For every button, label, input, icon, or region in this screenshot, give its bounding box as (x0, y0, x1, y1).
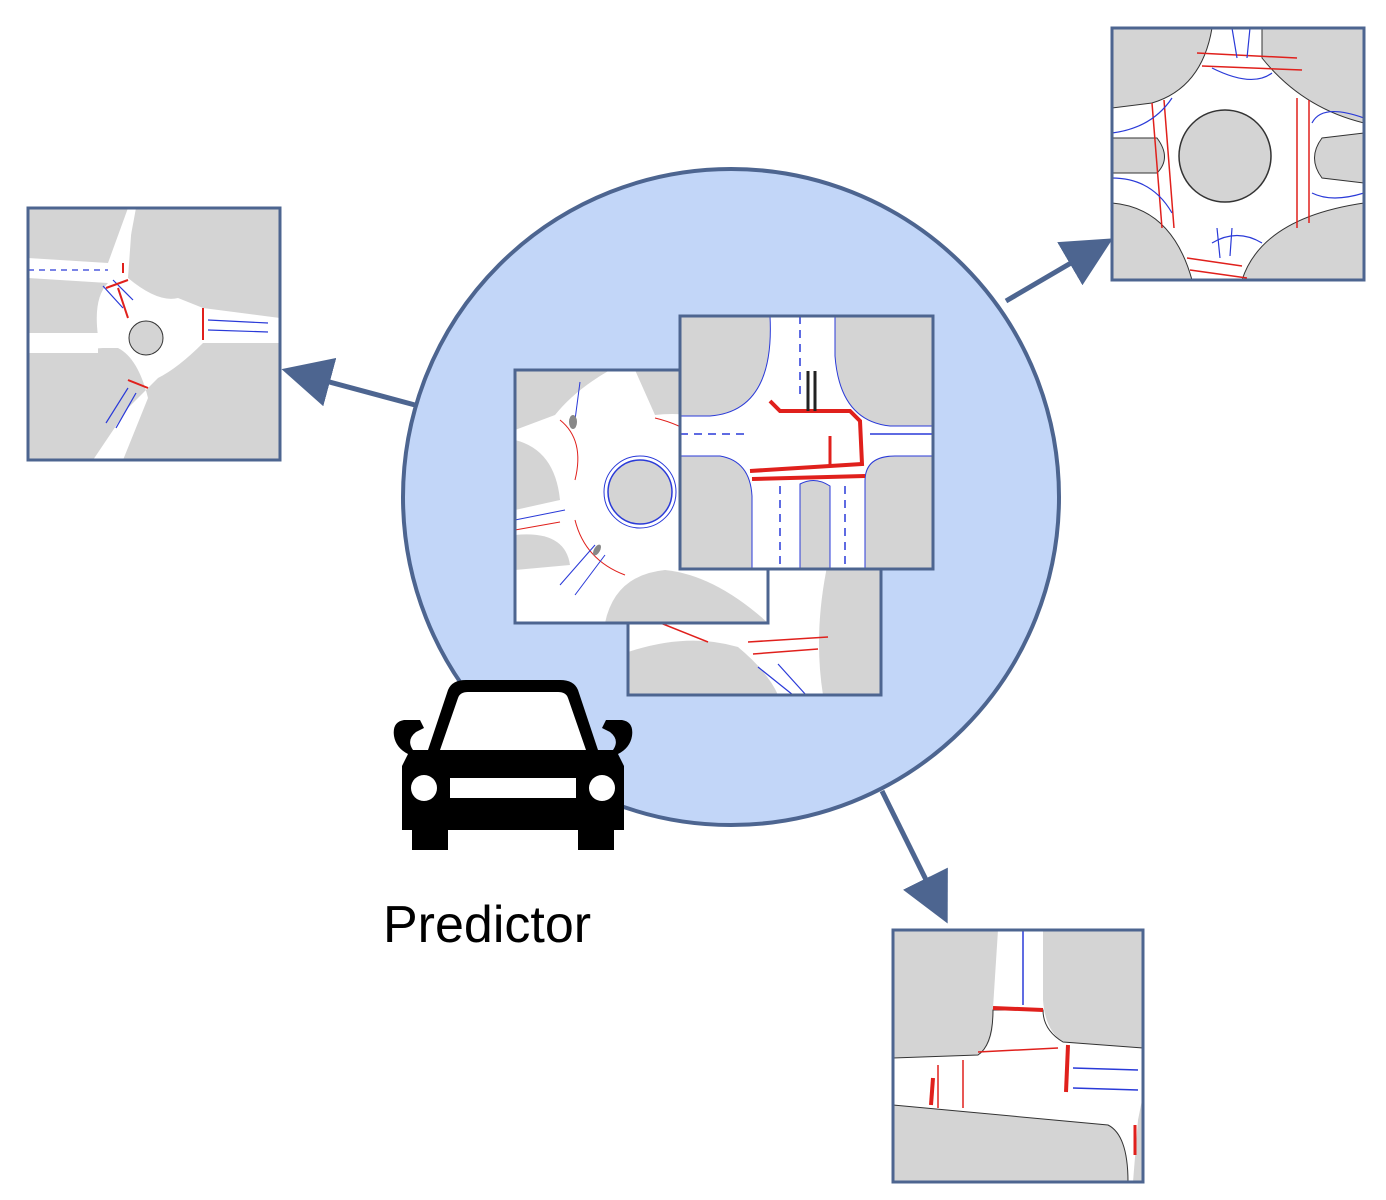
arrow-bottom-right (879, 789, 948, 924)
predictor-label: Predictor (383, 896, 592, 954)
arrow-left (281, 357, 416, 408)
output-tile-left (26, 206, 282, 462)
car-icon (393, 680, 633, 850)
arrow-top-right (1004, 238, 1113, 304)
center-tile-front (678, 314, 935, 571)
output-tile-bottom-right (891, 928, 1145, 1184)
output-tile-top-right (1110, 26, 1366, 282)
